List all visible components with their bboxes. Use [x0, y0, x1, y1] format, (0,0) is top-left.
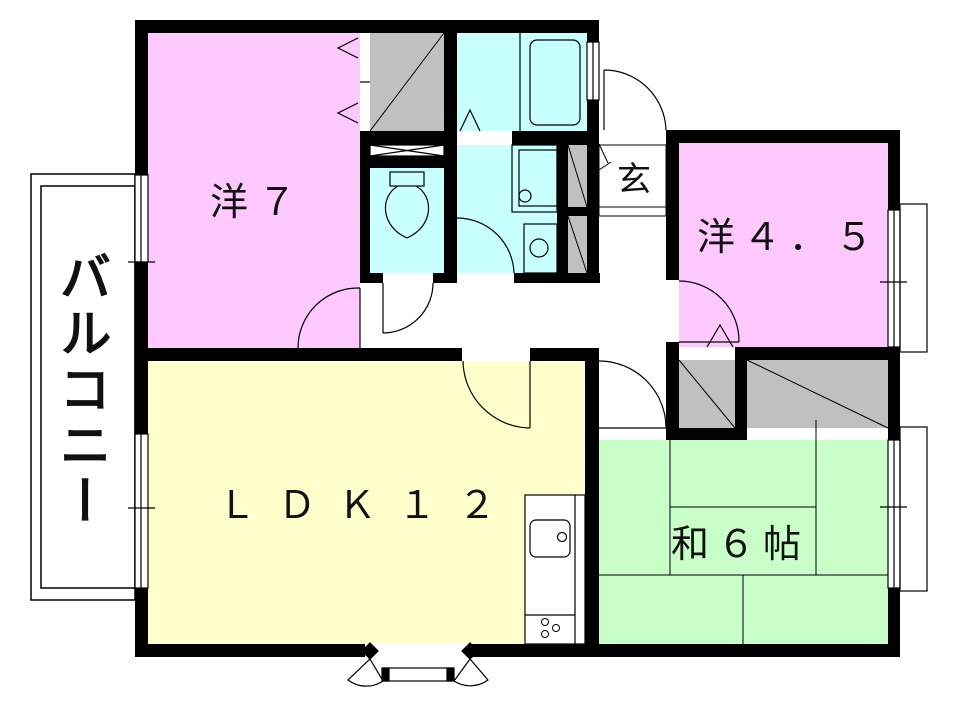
toilet-room — [370, 168, 444, 273]
windows — [128, 41, 928, 592]
doors — [297, 33, 740, 440]
kitchen-counter — [524, 494, 586, 645]
walls — [135, 20, 900, 657]
room-label-entrance: 玄 — [617, 160, 651, 200]
washbasin-icon — [511, 144, 558, 274]
room-label-western-4-5: 洋４．５ — [697, 215, 882, 259]
room-label-western-7: 洋７ — [210, 180, 307, 224]
room-western-4-5-fill — [679, 143, 888, 347]
corridor-lines — [598, 143, 667, 217]
room-western-7-fill — [148, 33, 360, 348]
bay-window — [347, 642, 489, 687]
kitchen-sink-icon — [529, 519, 571, 558]
room-ldk-fill — [148, 361, 585, 644]
tatami-lines — [598, 420, 888, 644]
washroom-area — [457, 145, 557, 273]
room-label-japanese-6: 和６帖 — [671, 522, 810, 566]
closets — [369, 32, 889, 429]
room-label-balcony: バルコニー — [50, 250, 110, 530]
room-label-ldk-12: ＬＤＫ１２ — [218, 483, 519, 527]
toilet-icon — [384, 171, 430, 239]
gas-stove-icon — [541, 618, 560, 638]
bath-area — [457, 33, 587, 131]
bathtub-icon — [519, 33, 581, 131]
